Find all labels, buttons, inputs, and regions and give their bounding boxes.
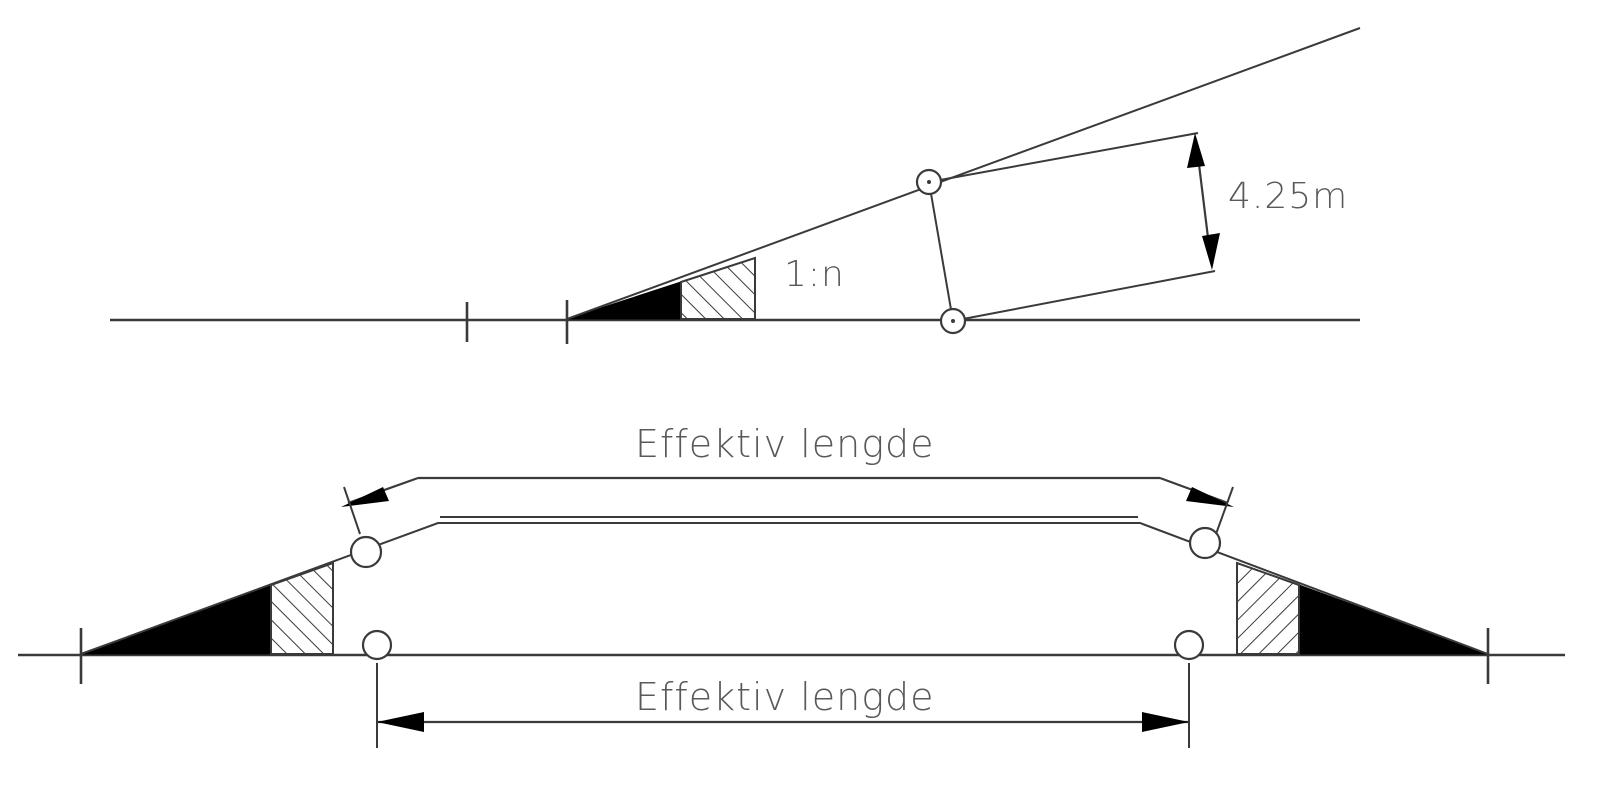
upper-slope-line (566, 27, 1361, 320)
upper-dim-arrow-right (1186, 487, 1234, 507)
slope-ratio-label: 1:n (784, 254, 845, 295)
upper-effective-length-label: Effektiv lengde (635, 422, 935, 466)
height-arrow-down (1202, 233, 1220, 270)
height-extension-line-bottom (962, 270, 1216, 320)
upper-hatched-zone (680, 256, 756, 320)
upper-node-top (915, 168, 943, 196)
left-hatched-zone (270, 561, 334, 655)
upper-node-bottom (939, 307, 967, 335)
upper-dim-tick-left (343, 486, 361, 535)
upper-slope-detail-view: 4.25m 1:n (110, 27, 1361, 344)
lower-dim-arrow-right (1142, 712, 1189, 732)
upper-dim-tick-right (1215, 486, 1234, 535)
height-extension-line-top (939, 132, 1199, 181)
height-dimension-label: 4.25m (1228, 176, 1348, 217)
lower-dim-arrow-left (377, 712, 424, 732)
lower-embankment-profile-view: Effektiv lengde Effektiv lengde (18, 422, 1565, 748)
node-connector-line (928, 181, 954, 322)
upper-effective-length-dimension: Effektiv lengde (341, 422, 1234, 535)
shoulder-node-left (349, 535, 383, 569)
right-hatched-zone (1236, 561, 1300, 655)
ground-node-left (361, 629, 393, 661)
shoulder-node-right (1188, 526, 1222, 560)
lower-effective-length-label: Effektiv lengde (635, 675, 935, 719)
height-arrow-up (1187, 133, 1205, 168)
embankment-outline (80, 522, 1489, 655)
ground-node-right (1173, 629, 1205, 661)
lower-effective-length-dimension: Effektiv lengde (376, 663, 1190, 748)
upper-dim-arrow-left (341, 487, 389, 507)
